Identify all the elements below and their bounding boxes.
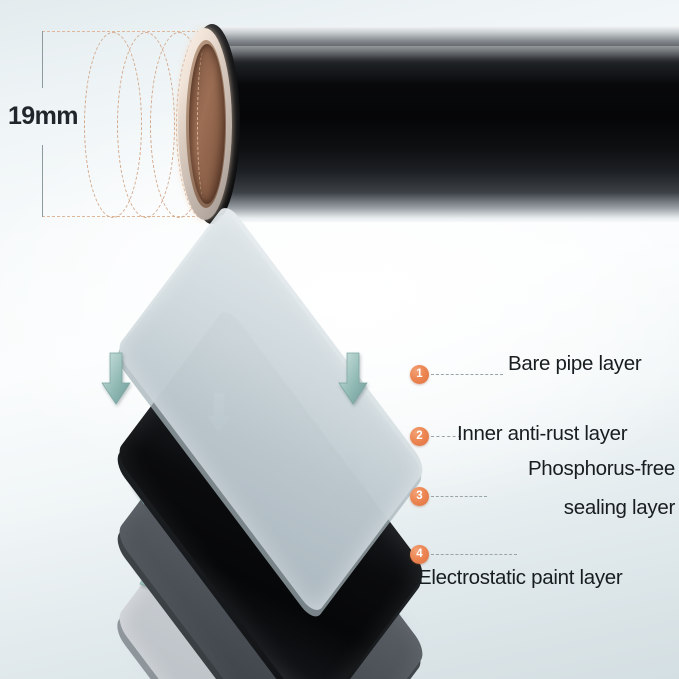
layer-label-phosphorus-free-line1: Phosphorus-free	[527, 457, 675, 480]
dimension-line-top	[42, 31, 280, 32]
pipe-diameter-label: 19mm	[8, 102, 78, 130]
layer-badge-4[interactable]: 4	[410, 545, 429, 564]
pipe-body	[208, 26, 679, 222]
leader-line-1	[431, 374, 503, 375]
dimension-rule-upper	[42, 31, 43, 88]
dimension-rule-lower	[42, 145, 43, 217]
down-arrow-left-top	[101, 352, 131, 405]
layer-badge-1[interactable]: 1	[410, 365, 429, 384]
layer-badge-3[interactable]: 3	[410, 487, 429, 506]
layer-label-inner-anti-rust: Inner anti-rust layer	[457, 422, 628, 445]
pipe-bore-seam	[197, 50, 211, 198]
layer-label-electrostatic-paint: Electrostatic paint layer	[418, 566, 623, 589]
leader-line-2	[431, 436, 461, 437]
leader-line-4	[431, 554, 517, 555]
layer-badge-2[interactable]: 2	[410, 427, 429, 446]
plate-face	[114, 201, 428, 617]
layer-label-bare-pipe: Bare pipe layer	[508, 352, 642, 375]
layer-plate-bare-pipe[interactable]	[106, 201, 436, 624]
dimension-line-bottom	[42, 216, 280, 217]
dimension-bracket	[42, 31, 280, 217]
layer-label-phosphorus-free-line2: sealing layer	[563, 496, 676, 519]
pipe-diagram: 19mm	[0, 0, 679, 250]
down-arrow-right-top	[338, 352, 368, 405]
leader-line-3	[431, 496, 487, 497]
layer-stack-diagram: 1 Bare pipe layer 2 Inner anti-rust laye…	[0, 201, 679, 679]
